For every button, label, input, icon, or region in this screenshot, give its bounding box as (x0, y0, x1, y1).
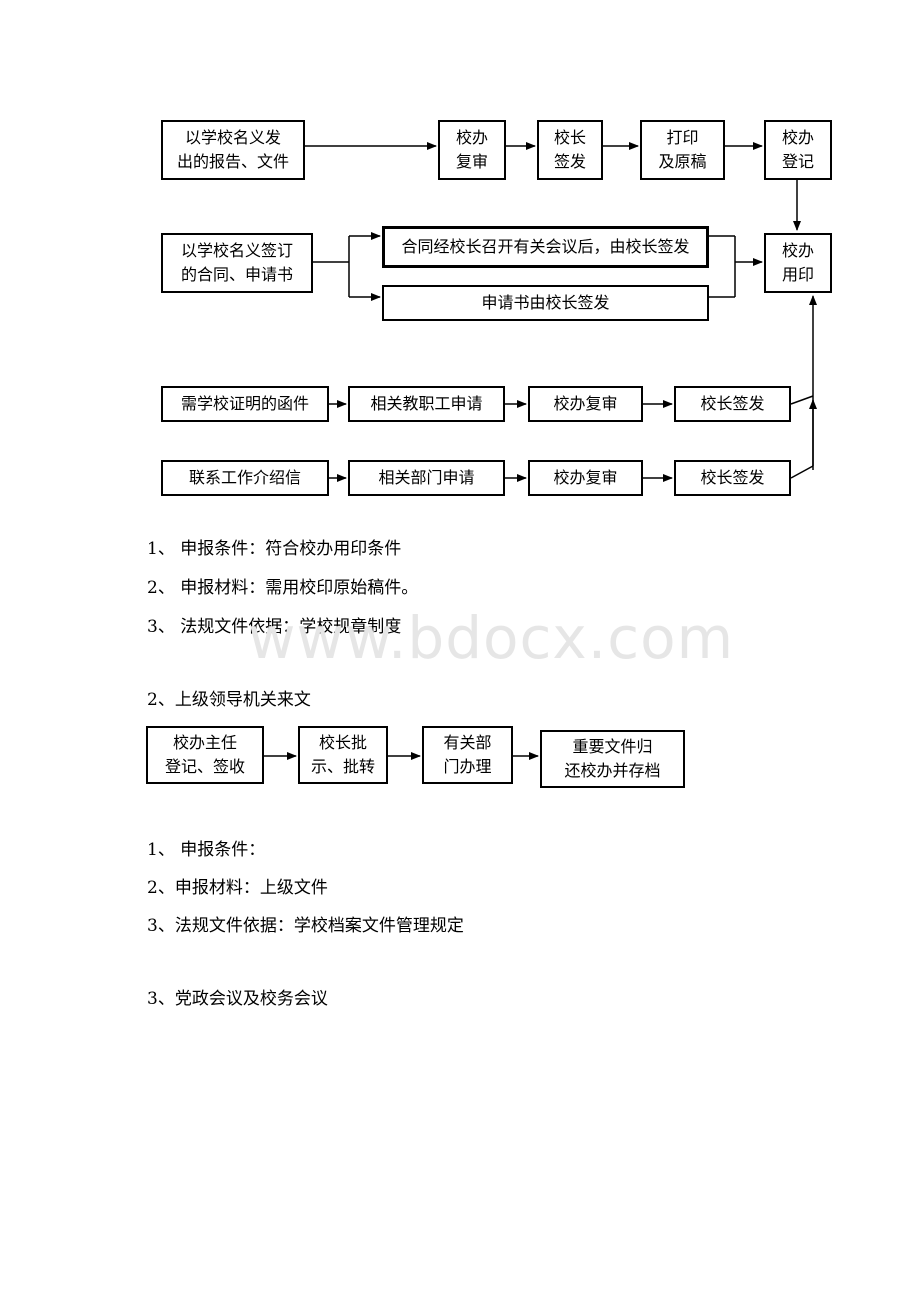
note2-materials: 2、申报材料：上级文件 (147, 878, 328, 898)
box-dept-apply: 相关部门申请 (348, 460, 505, 496)
box-office-register: 校办 登记 (764, 120, 832, 180)
section-2-title: 2、上级领导机关来文 (147, 690, 311, 710)
box-print-original: 打印 及原稿 (640, 120, 725, 180)
box-contract-sign: 合同经校长召开有关会议后，由校长签发 (382, 226, 709, 268)
box-staff-apply: 相关教职工申请 (348, 386, 505, 422)
watermark-text: www.bdocx.com (248, 604, 735, 672)
box-office-review-row3: 校办复审 (528, 386, 643, 422)
box-principal-approve: 校长批 示、批转 (298, 726, 388, 784)
box-report-source: 以学校名义发 出的报告、文件 (161, 120, 305, 180)
note-regulation: 3、 法规文件依据：学校规章制度 (147, 617, 402, 637)
note2-condition: 1、 申报条件： (147, 840, 266, 860)
note-materials: 2、 申报材料：需用校印原始稿件。 (147, 578, 419, 598)
box-principal-sign-row4: 校长签发 (674, 460, 791, 496)
box-office-review-row4: 校办复审 (528, 460, 643, 496)
note-condition: 1、 申报条件：符合校办用印条件 (147, 539, 402, 559)
box-archive: 重要文件归 还校办并存档 (540, 730, 685, 788)
box-intro-letter: 联系工作介绍信 (161, 460, 329, 496)
box-office-review: 校办 复审 (438, 120, 506, 180)
box-certificate-letter: 需学校证明的函件 (161, 386, 329, 422)
box-dept-handle: 有关部 门办理 (422, 726, 513, 784)
box-contract-source: 以学校名义签订 的合同、申请书 (161, 233, 313, 293)
box-office-seal: 校办 用印 (764, 233, 832, 293)
note2-regulation: 3、法规文件依据：学校档案文件管理规定 (147, 916, 464, 936)
box-application-sign: 申请书由校长签发 (382, 285, 709, 321)
box-director-register: 校办主任 登记、签收 (146, 726, 264, 784)
box-principal-sign: 校长 签发 (537, 120, 603, 180)
section-3-title: 3、党政会议及校务会议 (147, 989, 328, 1009)
box-principal-sign-row3: 校长签发 (674, 386, 791, 422)
